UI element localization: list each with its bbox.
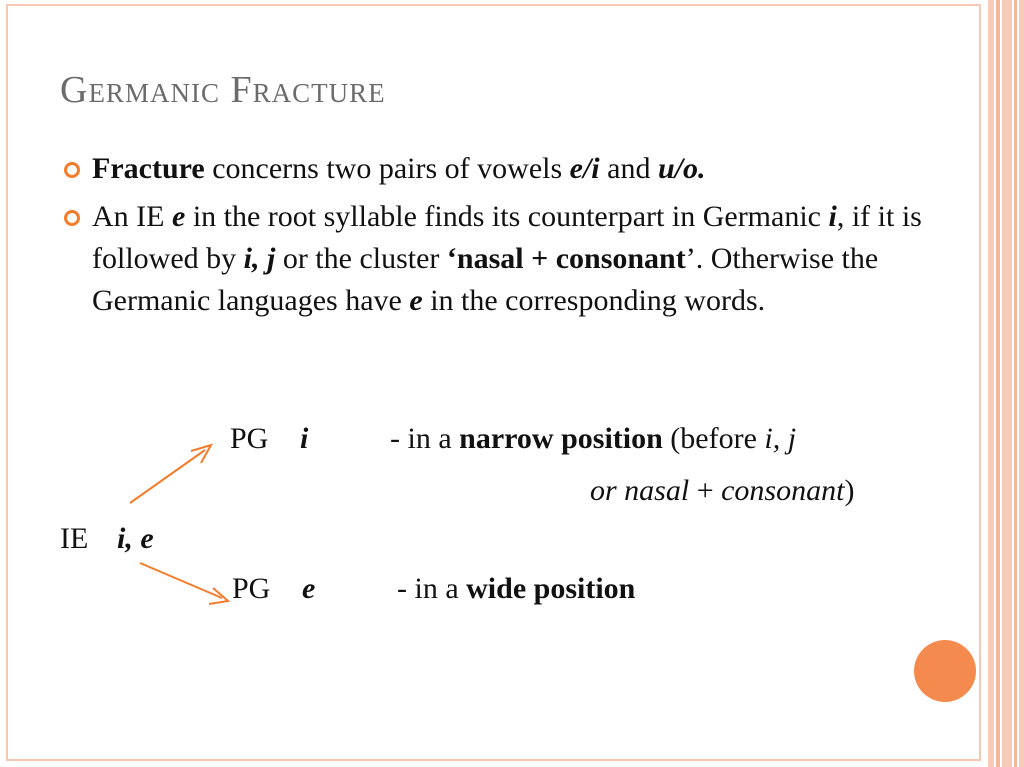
- bullet-ring-icon: [64, 162, 80, 178]
- decor-stripe: [1014, 0, 1017, 767]
- desc-text: - in a: [390, 422, 460, 455]
- decor-stripe: [1002, 0, 1012, 767]
- pg-vowel-lower: e: [302, 572, 316, 605]
- decor-stripe: [988, 0, 994, 767]
- bullet-text: e: [171, 200, 186, 233]
- bullet-text: e/i: [569, 152, 600, 185]
- decor-stripe: [996, 0, 1000, 767]
- desc-bold: narrow position: [459, 422, 663, 455]
- wide-position-desc: - in a wide position: [397, 572, 635, 606]
- pg-vowel-upper: i: [300, 422, 309, 455]
- pg-label-upper: PG: [230, 422, 269, 455]
- desc-text: - in a: [397, 572, 467, 605]
- bullet-text: concerns two pairs of vowels: [204, 152, 570, 185]
- desc-italic: consonant: [721, 474, 845, 507]
- bullet-text: e: [409, 284, 423, 317]
- bullet-text: ’. Otherwise the Germanic languages have: [92, 242, 879, 317]
- bullet-text: or the cluster: [275, 242, 447, 275]
- bullet-text: in the corresponding words.: [422, 284, 766, 317]
- decor-stripe: [1019, 0, 1024, 767]
- desc-italic: or nasal: [590, 474, 690, 507]
- bullet-text: i, j: [243, 242, 276, 275]
- bullet-text: in the root syllable finds its counterpa…: [185, 200, 829, 233]
- desc-text: ): [844, 474, 855, 507]
- desc-text: (before: [662, 422, 765, 455]
- arrow-up-icon: [129, 443, 214, 504]
- desc-bold: wide position: [466, 572, 636, 605]
- bullet-text: u/o.: [657, 152, 706, 185]
- bullet-text: ‘nasal + consonant: [446, 242, 686, 275]
- arrow-down-icon: [139, 562, 231, 605]
- slide-title: Germanic Fracture: [60, 69, 386, 111]
- desc-italic: i, j: [764, 422, 797, 455]
- ie-label: IE: [60, 522, 89, 555]
- bullet-ring-icon: [64, 210, 80, 226]
- bullet-text: and: [599, 152, 658, 185]
- bullet-list: Fracture concerns two pairs of vowels e/…: [62, 148, 962, 328]
- narrow-position-desc: - in a narrow position (before i, j: [390, 422, 796, 456]
- pg-label-lower: PG: [232, 572, 271, 605]
- slide-border: [6, 4, 981, 761]
- bullet-text: i: [828, 200, 837, 233]
- decor-circle: [914, 640, 976, 702]
- narrow-position-continuation: or nasal + consonant): [590, 474, 854, 508]
- bullet-text: , if it is followed by: [92, 200, 922, 275]
- ie-vowels: i, e: [117, 522, 154, 555]
- desc-text: +: [689, 474, 722, 507]
- bullet-item-2: An IE e in the root syllable finds its c…: [62, 196, 962, 322]
- bullet-item-1: Fracture concerns two pairs of vowels e/…: [62, 148, 962, 190]
- bullet-text: An IE: [92, 200, 172, 233]
- bullet-text: Fracture: [92, 152, 205, 185]
